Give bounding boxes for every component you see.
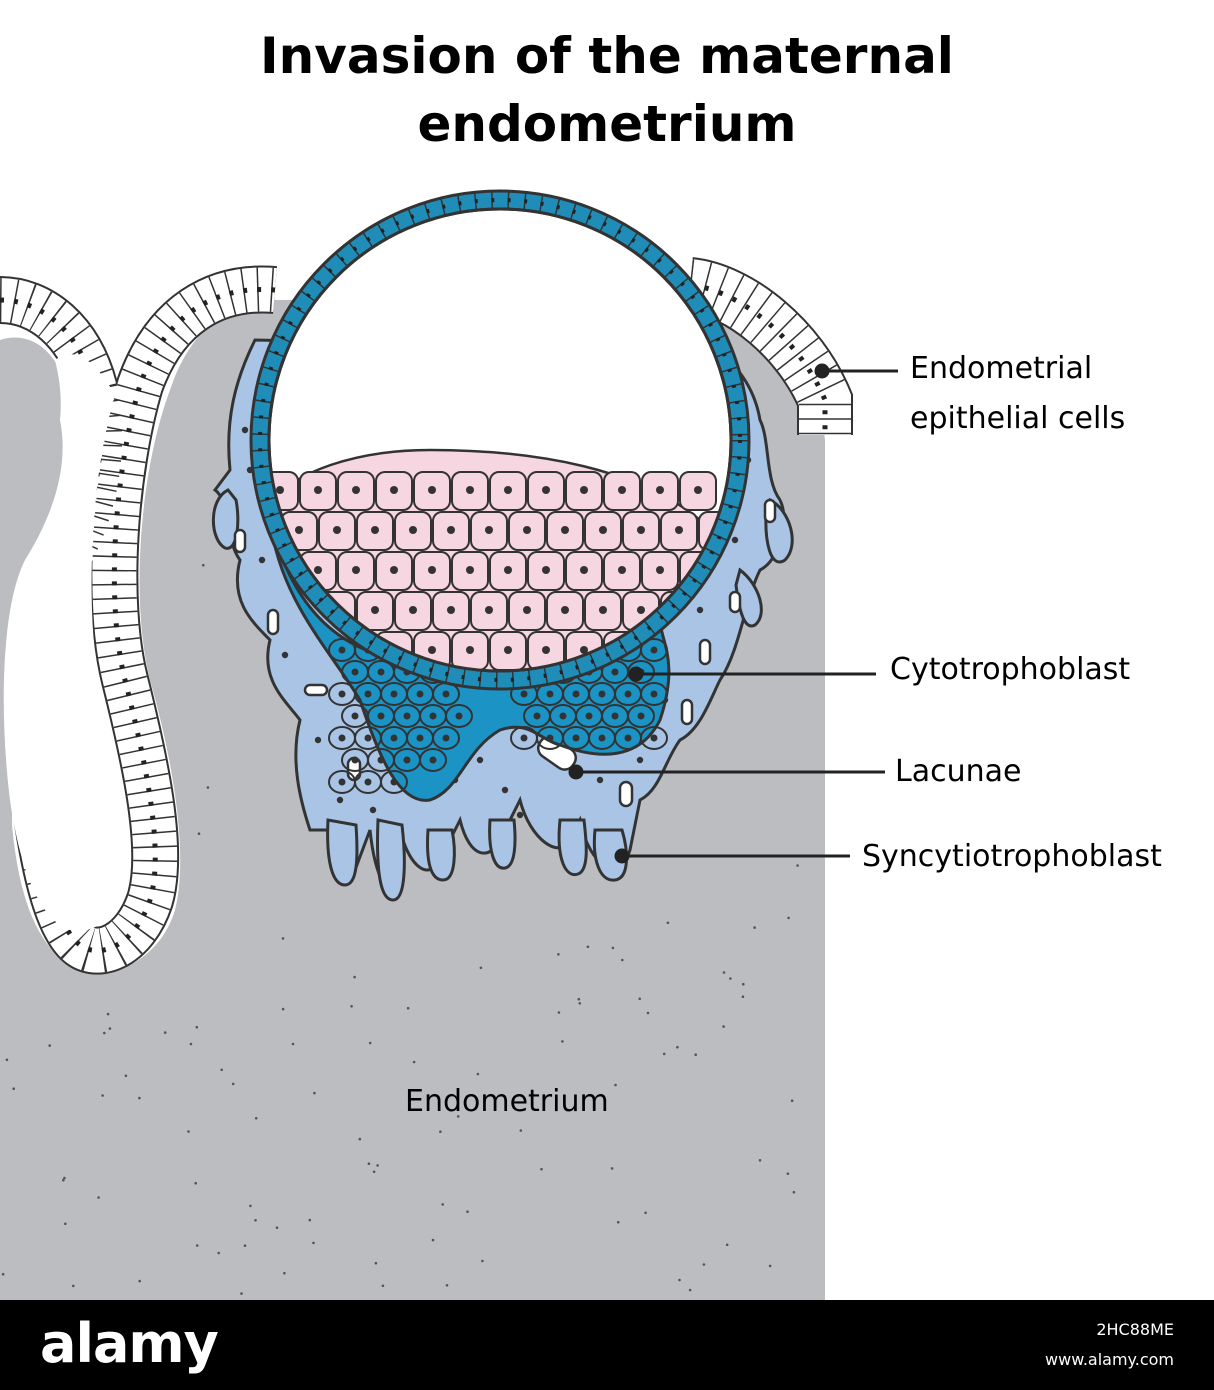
syncytio-drips [211,488,794,902]
implantation-diagram [0,189,898,1300]
watermark-url: www.alamy.com [1045,1350,1174,1369]
tissue-speckles [1,563,799,1295]
label-lacunae: Lacunae [895,754,1022,789]
label-syncytiotrophoblast: Syncytiotrophoblast [862,839,1162,874]
gland-lumen [3,354,128,931]
watermark-image-id: 2HC88ME [1096,1320,1174,1339]
watermark-footer: alamy 2HC88ME www.alamy.com [0,1300,1214,1390]
title-line-2: endometrium [417,95,797,153]
label-endometrial-epithelial-cells-line2: epithelial cells [910,401,1126,436]
title-line-1: Invasion of the maternal [260,27,954,85]
label-endometrium: Endometrium [405,1084,609,1119]
label-cytotrophoblast: Cytotrophoblast [890,652,1131,687]
diagram-title: Invasion of the maternal endometrium [0,22,1214,158]
label-leaders [568,363,898,864]
watermark-brand: alamy [40,1312,219,1375]
label-endometrial-epithelial-cells-line1: Endometrial [910,351,1093,386]
